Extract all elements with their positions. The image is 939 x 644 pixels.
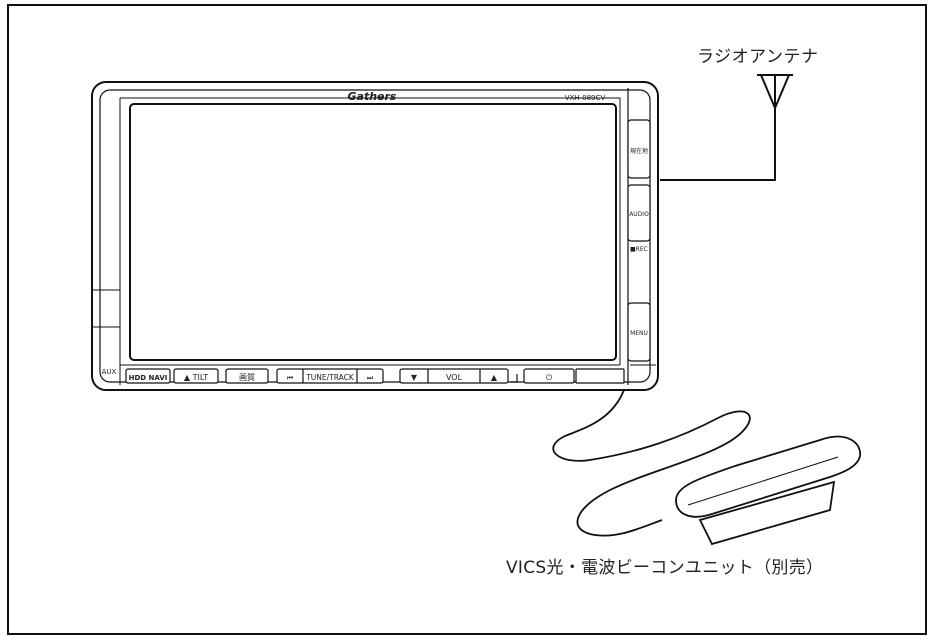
picture-quality-label: 画質 <box>239 372 255 382</box>
current-location-button[interactable] <box>627 119 651 179</box>
volume-down-icon: ▼ <box>411 373 418 382</box>
track-next-icon: ⏭ <box>367 374 374 382</box>
tilt-button[interactable] <box>173 368 219 384</box>
side-button-group <box>627 119 651 362</box>
track-prev-icon: ⏮ <box>287 374 293 382</box>
brand-logo: Gathers <box>348 90 397 103</box>
menu-button[interactable] <box>627 302 651 362</box>
navigation-unit <box>91 81 659 391</box>
power-icon: ⏻ <box>546 373 553 382</box>
vics-beacon-unit <box>675 435 861 546</box>
bottom-button-bar <box>125 368 625 384</box>
tilt-label: ▲ TILT <box>184 373 208 382</box>
menu-label: MENU <box>630 330 648 337</box>
aux-port-label: AUX <box>102 368 117 376</box>
power-button[interactable] <box>523 368 575 384</box>
tune-track-label: TUNE/TRACK <box>305 373 355 382</box>
vics-cable <box>552 389 751 537</box>
ejectish-icon <box>511 374 518 383</box>
volume-rocker[interactable] <box>399 368 509 384</box>
rec-label: ■REC <box>630 246 648 253</box>
vics-unit-label: VICS光・電波ビーコンユニット（別売） <box>506 558 824 578</box>
radio-antenna-icon <box>660 74 793 181</box>
picture-quality-button[interactable] <box>225 368 269 384</box>
hdd-navi-button[interactable] <box>125 368 171 384</box>
volume-label: VOL <box>446 373 463 382</box>
antenna-label: ラジオアンテナ <box>697 47 819 67</box>
current-location-label: 現在地 <box>630 147 648 155</box>
audio-button[interactable] <box>627 184 651 242</box>
diagram-border <box>7 4 927 635</box>
model-number: VXH-089CV <box>565 94 606 102</box>
audio-label: AUDIO <box>629 211 649 218</box>
blank-button <box>575 368 625 384</box>
volume-up-icon: ▲ <box>491 373 498 382</box>
hdd-navi-label: HDD NAVI <box>129 374 168 382</box>
